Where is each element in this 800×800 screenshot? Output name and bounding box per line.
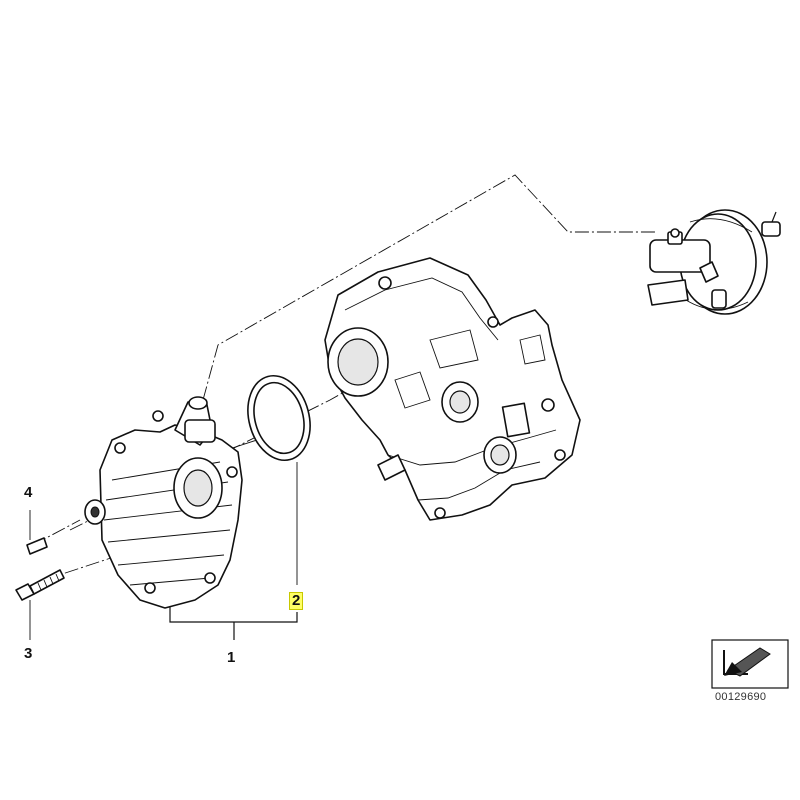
- arrow-icon: [723, 647, 771, 677]
- callout-2[interactable]: 2: [289, 592, 304, 610]
- bolt: [15, 569, 65, 601]
- view-arrow-box: [711, 639, 789, 689]
- callout-3[interactable]: 3: [24, 645, 33, 662]
- brake-booster: [647, 209, 781, 315]
- vacuum-pump: [84, 396, 243, 609]
- callout-4[interactable]: 4: [24, 484, 33, 501]
- callout-1[interactable]: 1: [227, 649, 236, 666]
- dowel-pin: [26, 537, 48, 555]
- o-ring-gasket: [247, 374, 311, 462]
- reference-number: 00129690: [715, 691, 767, 703]
- engine-housing: [324, 257, 581, 521]
